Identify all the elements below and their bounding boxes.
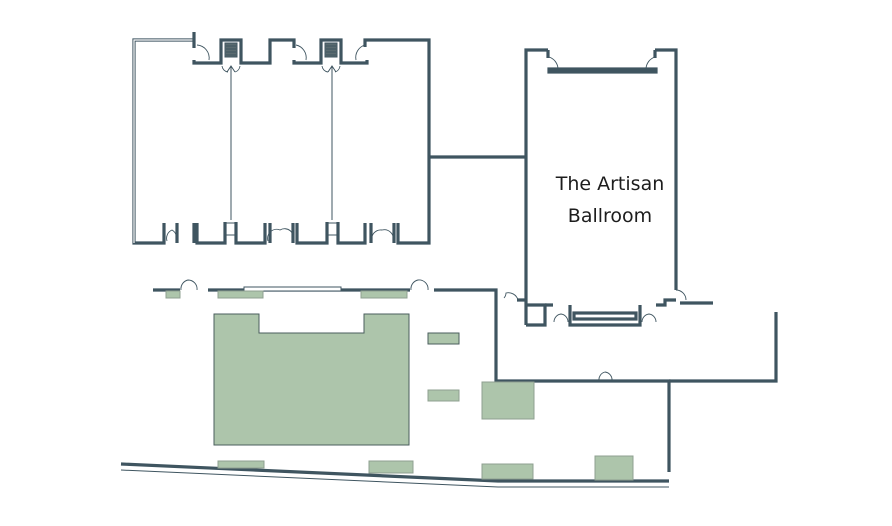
lower-wing-walls bbox=[120, 279, 778, 488]
arrow-up-icon bbox=[226, 65, 337, 73]
room-label-artisan-ballroom: The Artisan Ballroom bbox=[520, 168, 700, 232]
room-label-line2: Ballroom bbox=[567, 205, 653, 227]
door-swing bbox=[355, 44, 366, 61]
double-door bbox=[166, 228, 394, 242]
door-swing bbox=[295, 44, 307, 61]
green-areas bbox=[165, 290, 634, 481]
upper-left-room-block bbox=[132, 32, 431, 245]
door-swing bbox=[196, 44, 210, 61]
double-door bbox=[180, 279, 613, 382]
room-label-line1: The Artisan bbox=[555, 173, 665, 195]
main-green-area bbox=[213, 313, 410, 446]
artisan-ballroom-walls bbox=[503, 48, 713, 327]
